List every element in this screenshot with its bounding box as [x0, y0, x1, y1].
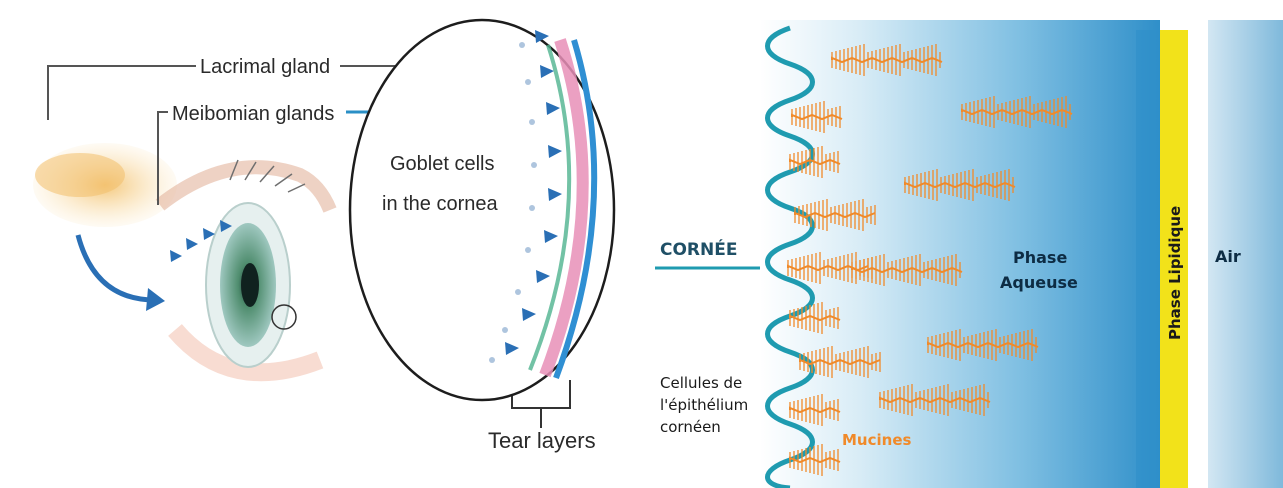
pupil [241, 263, 259, 307]
right-tear-film-diagram: CORNÉE Phase Aqueuse Phase Lipidique Air… [655, 20, 1283, 488]
label-tear-layers: Tear layers [488, 428, 596, 453]
label-phase-aqueuse-line1: Phase [1013, 248, 1067, 267]
label-air: Air [1215, 247, 1241, 266]
label-cornee: CORNÉE [660, 238, 737, 260]
label-goblet-cells-line2: in the cornea [382, 193, 499, 215]
label-phase-aqueuse-line2: Aqueuse [1000, 273, 1078, 292]
label-lacrimal-gland: Lacrimal gland [200, 56, 330, 78]
label-phase-lipidique: Phase Lipidique [1166, 206, 1184, 340]
label-cellules-line2: l'épithélium [660, 396, 748, 414]
label-cellules-line1: Cellules de [660, 374, 742, 392]
tear-flow-arrow [78, 235, 155, 300]
label-cellules-line3: cornéen [660, 418, 721, 436]
label-meibomian-glands: Meibomian glands [172, 103, 334, 125]
label-mucines: Mucines [842, 431, 911, 449]
left-eye-diagram: Lacrimal gland Meibomian glands Goblet c… [33, 20, 614, 453]
label-goblet-cells-line1: Goblet cells [390, 153, 495, 175]
